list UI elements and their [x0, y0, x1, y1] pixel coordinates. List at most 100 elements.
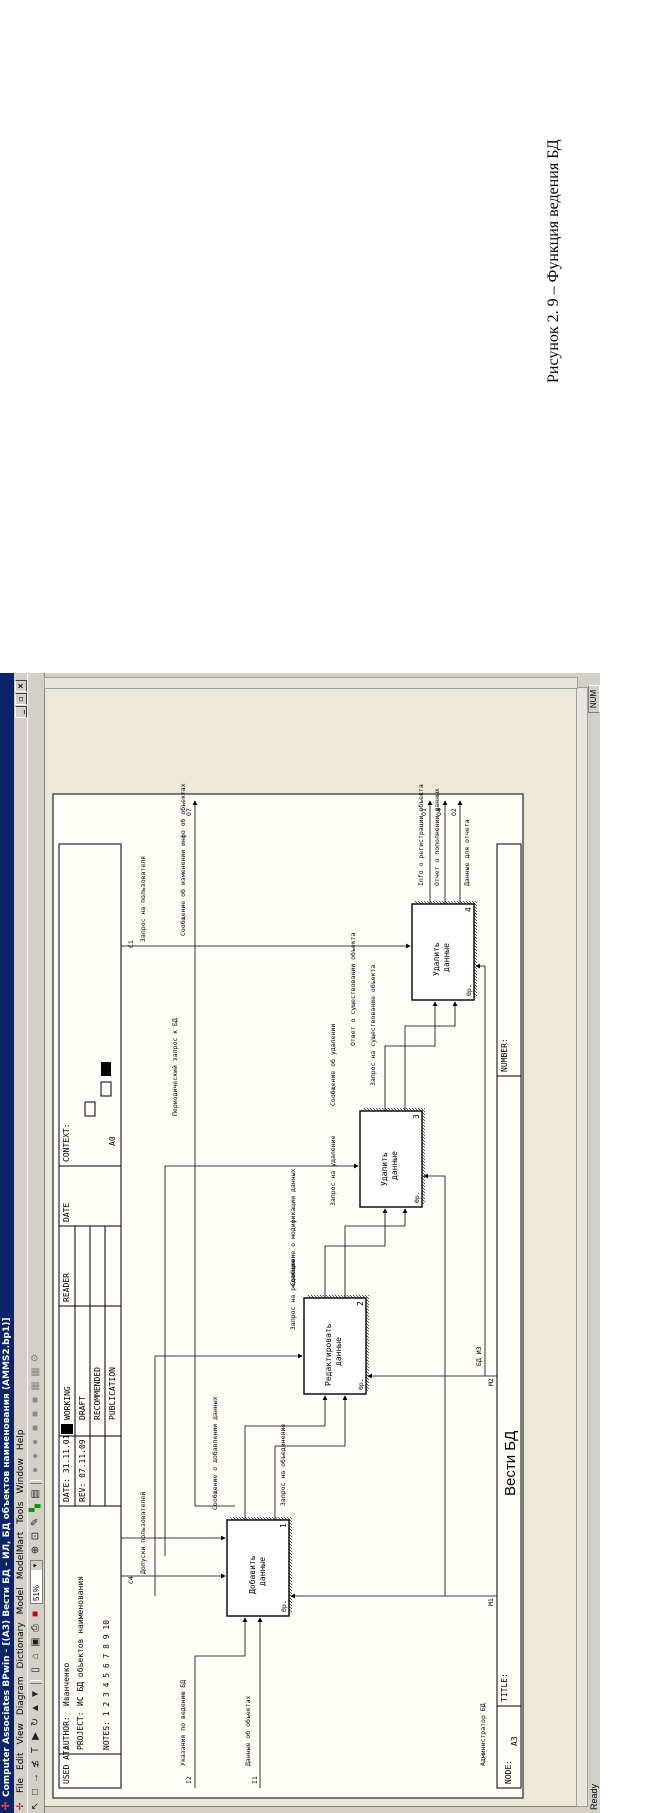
status-ready: Ready: [589, 1783, 599, 1810]
document-icon[interactable]: ✢: [15, 1802, 26, 1810]
box-tool-icon[interactable]: □: [30, 1788, 41, 1796]
modelmart-tool-8-icon[interactable]: ▦: [30, 1367, 41, 1377]
arrow-output-o7[interactable]: [192, 800, 235, 1507]
date-col-label: DATE: [62, 1203, 71, 1222]
arrow-box3-to-box4-b[interactable]: [404, 1001, 458, 1111]
menu-view[interactable]: View: [15, 1723, 26, 1745]
arrow-input-i2[interactable]: [194, 1617, 248, 1788]
arrow-box2-to-box3-b[interactable]: [344, 1208, 408, 1298]
activity-box-2[interactable]: Редактировать данные 2 0p.: [303, 1295, 369, 1395]
color-icon[interactable]: ■: [30, 1610, 41, 1618]
zoom-value: 51%: [31, 1584, 41, 1601]
activity-box-4[interactable]: Удалить данные 4 0p.: [411, 901, 477, 1001]
menu-dictionary[interactable]: Dictionary: [15, 1622, 26, 1669]
diagram-canvas[interactable]: USED AT: AUTHOR: Иванченко PROJECT: ИС Б…: [44, 687, 578, 1807]
refresh-icon[interactable]: ↻: [30, 1717, 41, 1727]
menu-help[interactable]: Help: [15, 1429, 26, 1451]
box-3-code: 0p.: [413, 1191, 421, 1203]
input-i2-code: I2: [185, 1776, 193, 1784]
zoom-fit-icon[interactable]: ⊡: [30, 1531, 41, 1541]
arrow-box3-to-box4[interactable]: [384, 1001, 438, 1111]
internal-label-7: Запрос на существование объекта: [369, 965, 377, 1086]
spell-icon[interactable]: ✎: [30, 1517, 41, 1527]
draft-status: DRAFT: [78, 1396, 87, 1420]
vertical-scrollbar[interactable]: [44, 677, 578, 689]
squiggle-tool-icon[interactable]: ≴: [30, 1759, 41, 1769]
menu-file[interactable]: File: [15, 1777, 26, 1793]
working-status: WORKING: [63, 1386, 72, 1420]
modelmart-tool-4-icon[interactable]: ■: [30, 1424, 41, 1432]
box-1-code: 0p.: [280, 1600, 288, 1612]
save-icon[interactable]: ▣: [30, 1637, 41, 1647]
report-icon[interactable]: ▤: [30, 1489, 41, 1499]
activity-box-1[interactable]: Добавить данные 1 0p.: [226, 1517, 292, 1617]
zoom-in-icon[interactable]: ⊕: [30, 1545, 41, 1555]
horizontal-scrollbar[interactable]: [576, 687, 588, 1807]
doc-minimize-button[interactable]: _: [14, 706, 27, 718]
menu-modelmart[interactable]: ModelMart: [15, 1531, 26, 1580]
menu-tools[interactable]: Tools: [15, 1501, 26, 1524]
internal-label-1: Сообщение о добавлении данных: [211, 1396, 219, 1510]
output-o4-code: O4: [435, 808, 443, 816]
context-label: CONTEXT:: [62, 1123, 71, 1162]
menu-diagram[interactable]: Diagram: [15, 1676, 26, 1716]
doc-close-button[interactable]: ×: [14, 680, 27, 692]
down-icon[interactable]: ▼: [30, 1689, 41, 1699]
modelmart-tool-3-icon[interactable]: ●: [30, 1438, 41, 1446]
recommended-status: RECOMMENDED: [93, 1367, 102, 1420]
play-icon[interactable]: ▶: [30, 1732, 41, 1740]
arrow-mechanism-to-box-3[interactable]: [423, 1173, 446, 1596]
modelmart-tool-5-icon[interactable]: ■: [30, 1410, 41, 1418]
activity-box-3[interactable]: Удалить данные 3 0p.: [359, 1108, 425, 1208]
arrow-tool-icon[interactable]: →: [30, 1773, 41, 1783]
context-node-a0: A0: [108, 1136, 117, 1146]
modelmart-tool-1-icon[interactable]: ●: [30, 1466, 41, 1474]
project-label: PROJECT:: [76, 1711, 85, 1750]
box-3-number: 3: [412, 1114, 421, 1119]
modelmart-tool-6-icon[interactable]: ■: [30, 1396, 41, 1404]
author-value: Иванченко: [62, 1662, 71, 1706]
used-at-label: USED AT:: [62, 1745, 71, 1784]
box-4-number: 4: [464, 907, 473, 912]
doc-restore-button[interactable]: ▫: [14, 693, 27, 705]
internal-label-8: Ответ о существовании объекта: [349, 932, 357, 1046]
number-label: NUMBER:: [500, 1038, 509, 1072]
arrow-control-to-box-2[interactable]: [154, 1353, 303, 1596]
output-o2-label: Данные для отчета: [463, 819, 471, 886]
mechanism-m2-code: M2: [487, 1378, 495, 1386]
arrow-control-to-box-3[interactable]: [164, 1163, 359, 1556]
zoom-select[interactable]: 51% ▼: [29, 1560, 43, 1604]
model-explorer-icon[interactable]: ▚: [30, 1504, 41, 1512]
text-tool-icon[interactable]: T: [30, 1746, 41, 1754]
project-value: ИС БД объектов наименования: [75, 1576, 85, 1706]
open-icon[interactable]: ⌂: [30, 1652, 41, 1660]
menu-model[interactable]: Model: [15, 1587, 26, 1615]
figure-caption: Рисунок 2. 9 – Функция ведения БД: [545, 139, 562, 383]
up-icon[interactable]: ▲: [30, 1703, 41, 1713]
menu-edit[interactable]: Edit: [15, 1752, 26, 1770]
input-i2-label: Указания по ведению БД: [179, 1680, 187, 1766]
document-page: [0, 0, 600, 673]
control-c1-code: C1: [127, 940, 135, 948]
arrow-mechanism-to-box-4[interactable]: [475, 963, 486, 1376]
control-c4-label: Допуски пользователей: [139, 1492, 147, 1574]
author-label: AUTHOR:: [62, 1716, 71, 1750]
output-o1-label: Info о регистрации объекта: [417, 784, 425, 886]
menu-window[interactable]: Window: [15, 1458, 26, 1494]
internal-label-6: Сообщение об удалении: [329, 1024, 337, 1106]
pointer-tool-icon[interactable]: ↖: [30, 1801, 41, 1811]
arrow-box1-to-box2[interactable]: [244, 1395, 328, 1520]
modelmart-tool-9-icon[interactable]: ⚙: [30, 1353, 41, 1363]
chevron-down-icon[interactable]: ▼: [30, 1561, 42, 1570]
internal-label-5: Запрос на удаление: [329, 1135, 337, 1206]
arrow-box1-to-box2-b[interactable]: [274, 1395, 348, 1520]
print-icon[interactable]: ⎙: [30, 1624, 41, 1632]
box-3-label-line-2: данные: [390, 1151, 399, 1180]
node-value: A3: [510, 1736, 519, 1746]
modelmart-tool-2-icon[interactable]: ●: [30, 1452, 41, 1460]
output-o1-code: O1: [420, 808, 428, 816]
arrow-box2-to-box3[interactable]: [324, 1208, 388, 1298]
box-2-number: 2: [356, 1301, 365, 1306]
modelmart-tool-7-icon[interactable]: ▦: [30, 1381, 41, 1391]
new-icon[interactable]: ▯: [30, 1667, 41, 1673]
